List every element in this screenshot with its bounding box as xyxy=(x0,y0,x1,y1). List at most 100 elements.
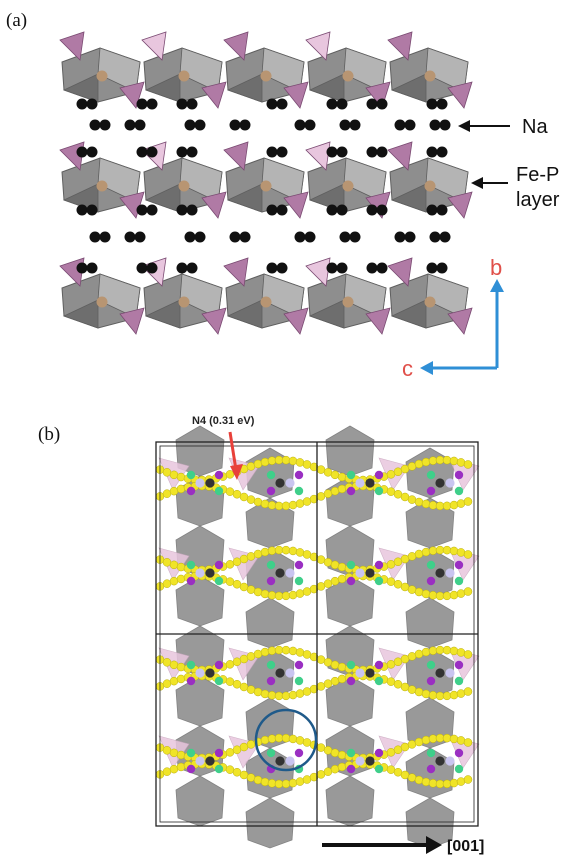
na-site xyxy=(365,568,375,578)
na-path-site xyxy=(267,734,277,743)
fe-atom xyxy=(178,70,190,82)
na-atom xyxy=(439,231,451,243)
po4-tetrahedron xyxy=(305,257,331,287)
na-site xyxy=(285,478,295,488)
na-path-site xyxy=(176,662,186,672)
polyhedron xyxy=(325,775,375,827)
na-site-purple xyxy=(426,764,436,774)
na-path-site xyxy=(414,459,424,469)
po4-tetrahedron xyxy=(283,191,309,219)
na-path-site xyxy=(456,548,466,557)
na-site xyxy=(195,478,205,488)
na-atom xyxy=(86,204,98,216)
na-atom xyxy=(136,204,148,216)
fe-atom xyxy=(424,70,436,82)
octahedron-face xyxy=(144,299,181,329)
na-path-site xyxy=(463,587,473,596)
panel-b-label: (b) xyxy=(38,424,60,445)
na-path-site xyxy=(428,779,438,788)
po4-tetrahedron xyxy=(223,257,249,287)
na-site xyxy=(275,478,285,488)
na-path-site xyxy=(176,762,186,772)
na-path-site xyxy=(449,500,459,510)
na-atom xyxy=(426,98,438,110)
na-atom xyxy=(366,204,378,216)
octahedron-face xyxy=(308,73,345,103)
na-atom xyxy=(86,98,98,110)
na-path-site xyxy=(442,779,452,789)
na-atom xyxy=(276,146,288,158)
na-atom xyxy=(326,262,338,274)
na-atom xyxy=(304,231,316,243)
na-site-purple xyxy=(186,576,196,586)
na-path-site xyxy=(414,587,424,597)
octahedron-face xyxy=(390,73,427,103)
na-path-site xyxy=(442,691,452,701)
na-site-green xyxy=(186,660,196,670)
na-atom xyxy=(176,98,188,110)
na-path-site xyxy=(428,456,438,465)
octahedron-face xyxy=(62,299,99,329)
na-path-site xyxy=(288,590,298,600)
na-site xyxy=(355,756,365,766)
na-path-site xyxy=(288,546,298,556)
na-path-site xyxy=(260,689,270,699)
na-site-green xyxy=(214,764,224,774)
na-site xyxy=(195,756,205,766)
na-atom xyxy=(146,262,158,274)
na-site xyxy=(285,668,295,678)
polyhedron xyxy=(405,797,455,849)
na-path-site xyxy=(463,550,473,559)
na-site-green xyxy=(266,560,276,570)
na-site-purple xyxy=(374,660,384,670)
na-site-purple xyxy=(214,748,224,758)
na-site-green xyxy=(266,748,276,758)
na-site-green xyxy=(426,560,436,570)
na-atom xyxy=(376,204,388,216)
polyhedron xyxy=(245,497,295,549)
na-atom xyxy=(276,262,288,274)
na-path-site xyxy=(267,456,277,465)
na-site-purple xyxy=(266,486,276,496)
octahedron-face xyxy=(308,183,345,213)
na-path-site xyxy=(337,562,347,572)
na-path-site xyxy=(281,733,291,743)
na-atom xyxy=(136,262,148,274)
na-path-site xyxy=(456,458,466,467)
na-path-site xyxy=(295,589,305,598)
na-site xyxy=(445,756,455,766)
fe-atom xyxy=(260,70,272,82)
na-path-site xyxy=(449,456,459,466)
na-path-site xyxy=(337,472,347,482)
fe-atom xyxy=(342,70,354,82)
po4-tetrahedron xyxy=(387,31,413,61)
fe-atom xyxy=(260,180,272,192)
fe-atom xyxy=(260,296,272,308)
na-site-green xyxy=(186,748,196,758)
na-path-site xyxy=(463,497,473,506)
na-path-site xyxy=(176,562,186,572)
polyhedron xyxy=(405,597,455,649)
na-path-site xyxy=(463,460,473,469)
fe-atom xyxy=(424,180,436,192)
na-atom xyxy=(404,231,416,243)
na-path-site xyxy=(449,590,459,600)
na-path-site xyxy=(288,646,298,656)
na-path-site xyxy=(463,650,473,659)
na-atom xyxy=(394,119,406,131)
na-path-site xyxy=(421,777,431,787)
axis-b-label: b xyxy=(490,255,502,280)
na-path-site xyxy=(421,499,431,509)
na-atom xyxy=(336,204,348,216)
na-path-site xyxy=(267,501,277,510)
po4-tetrahedron xyxy=(447,81,473,109)
na-path-site xyxy=(414,649,424,659)
na-path-site xyxy=(176,472,186,482)
na-pointer xyxy=(458,120,510,132)
na-site-purple xyxy=(214,560,224,570)
na-site-green xyxy=(186,560,196,570)
na-path-site xyxy=(288,456,298,466)
na-atom xyxy=(266,204,278,216)
na-path-site xyxy=(421,647,431,657)
